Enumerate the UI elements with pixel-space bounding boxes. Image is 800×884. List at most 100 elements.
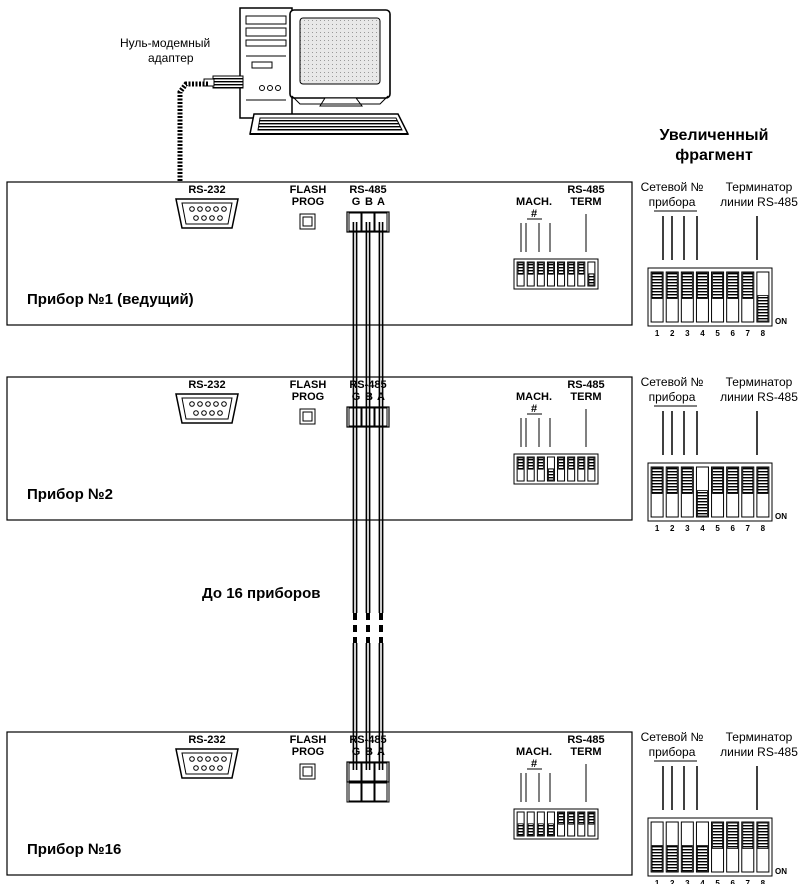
panel-dip-switch-frame bbox=[513, 453, 599, 485]
pin-number-8: 8 bbox=[761, 879, 766, 884]
term-label-line1: RS-485 bbox=[567, 379, 604, 391]
flash-button-inner bbox=[302, 216, 313, 227]
device-panel bbox=[6, 731, 633, 876]
db9-pin bbox=[209, 410, 215, 416]
db9-pin bbox=[217, 215, 223, 221]
terminator-label-line2: линии RS-485 bbox=[720, 195, 798, 209]
dip-knob bbox=[588, 457, 595, 470]
db9-face bbox=[181, 752, 233, 775]
terminal-slot bbox=[348, 407, 362, 427]
dip-switch-5 bbox=[711, 466, 725, 518]
rs485-label: RS-485 bbox=[349, 184, 386, 196]
pin-number-1: 1 bbox=[655, 524, 660, 533]
db9-pin bbox=[209, 215, 215, 221]
on-label: ON bbox=[775, 512, 787, 521]
dip-switch-8 bbox=[587, 261, 596, 287]
dip-switch-4 bbox=[695, 466, 709, 518]
pin-number-4: 4 bbox=[700, 329, 705, 338]
dip-switch-6 bbox=[567, 811, 576, 837]
bus-wire-A bbox=[378, 222, 384, 770]
dip-switch-1 bbox=[650, 271, 664, 323]
pin-number-5: 5 bbox=[715, 329, 720, 338]
db9-pin bbox=[197, 401, 203, 407]
dip-switch-7 bbox=[741, 466, 755, 518]
on-label: ON bbox=[775, 867, 787, 876]
dip-knob bbox=[697, 490, 708, 517]
dip-switch-4 bbox=[695, 271, 709, 323]
dip-switch-7 bbox=[577, 811, 586, 837]
db9-pin bbox=[193, 765, 199, 771]
flash-button-inner bbox=[302, 411, 313, 422]
mach-label: MACH. bbox=[516, 391, 552, 403]
dip-knob bbox=[727, 822, 739, 849]
dip-switch-3 bbox=[536, 456, 545, 482]
pin-number-7: 7 bbox=[746, 329, 751, 338]
terminator-label-line2: линии RS-485 bbox=[720, 390, 798, 404]
dip-knob bbox=[548, 823, 554, 836]
db9-pin bbox=[189, 401, 195, 407]
panel-dip-switch bbox=[513, 453, 599, 485]
dip-knob bbox=[681, 272, 693, 299]
dip-switch-8 bbox=[756, 821, 770, 873]
dip-knob bbox=[578, 262, 585, 275]
pin-number-1: 1 bbox=[655, 879, 660, 884]
enlarged-dip-switch bbox=[647, 462, 773, 522]
dip-knob bbox=[666, 272, 678, 299]
bus-wire-G bbox=[352, 222, 358, 770]
monitor bbox=[289, 9, 391, 107]
terminator-label-line2: линии RS-485 bbox=[720, 745, 798, 759]
dip-knob bbox=[568, 812, 575, 825]
device-label: Прибор №2 bbox=[27, 486, 113, 503]
dip-switch-5 bbox=[557, 261, 566, 287]
fragment-title-line1: Увеличенный bbox=[660, 127, 769, 144]
pin-label-B: B bbox=[365, 196, 373, 208]
fragment-title-line2: фрагмент bbox=[675, 147, 753, 164]
dip-knob bbox=[527, 823, 534, 836]
pin-number-6: 6 bbox=[730, 524, 735, 533]
dip-switch-3 bbox=[680, 271, 694, 323]
device-label: Прибор №1 (ведущий) bbox=[27, 291, 194, 308]
dip-knob bbox=[548, 468, 554, 481]
bus-wire-B bbox=[365, 222, 371, 770]
dip-switch-2 bbox=[665, 271, 679, 323]
dip-knob bbox=[681, 845, 693, 872]
db9-pin bbox=[197, 206, 203, 212]
dip-knob bbox=[517, 457, 524, 470]
net-number-label-line2: прибора bbox=[649, 195, 696, 209]
dip-knob bbox=[666, 467, 678, 494]
pin-number-4: 4 bbox=[700, 879, 705, 884]
dip-knob bbox=[548, 262, 554, 275]
device-2: Прибор №2RS-232FLASHPROGRS-485GBAMACH.#R… bbox=[6, 375, 799, 533]
rs485-label: RS-485 bbox=[349, 734, 386, 746]
dip-switch-3 bbox=[536, 811, 545, 837]
dip-switch-8 bbox=[587, 811, 596, 837]
dip-switch-1 bbox=[650, 466, 664, 518]
dip-knob bbox=[681, 467, 693, 494]
terminal-slot bbox=[348, 212, 362, 232]
terminal-slot bbox=[361, 782, 375, 802]
dip-switch-6 bbox=[726, 821, 740, 873]
rs232-label: RS-232 bbox=[188, 379, 225, 391]
pin-number-6: 6 bbox=[730, 879, 735, 884]
dip-knob bbox=[558, 262, 564, 275]
on-label: ON bbox=[775, 317, 787, 326]
flash-label-line1: FLASH bbox=[290, 734, 327, 746]
pin-label-A: A bbox=[377, 196, 385, 208]
pin-number-4: 4 bbox=[700, 524, 705, 533]
flash-label-line1: FLASH bbox=[290, 184, 327, 196]
dip-switch-3 bbox=[680, 466, 694, 518]
dip-knob bbox=[742, 272, 754, 299]
db9-pin bbox=[205, 206, 211, 212]
dip-switch-8 bbox=[756, 466, 770, 518]
terminal-slot bbox=[348, 782, 362, 802]
dip-knob bbox=[568, 457, 575, 470]
term-label-line2: TERM bbox=[570, 391, 601, 403]
pin-number-5: 5 bbox=[715, 879, 720, 884]
